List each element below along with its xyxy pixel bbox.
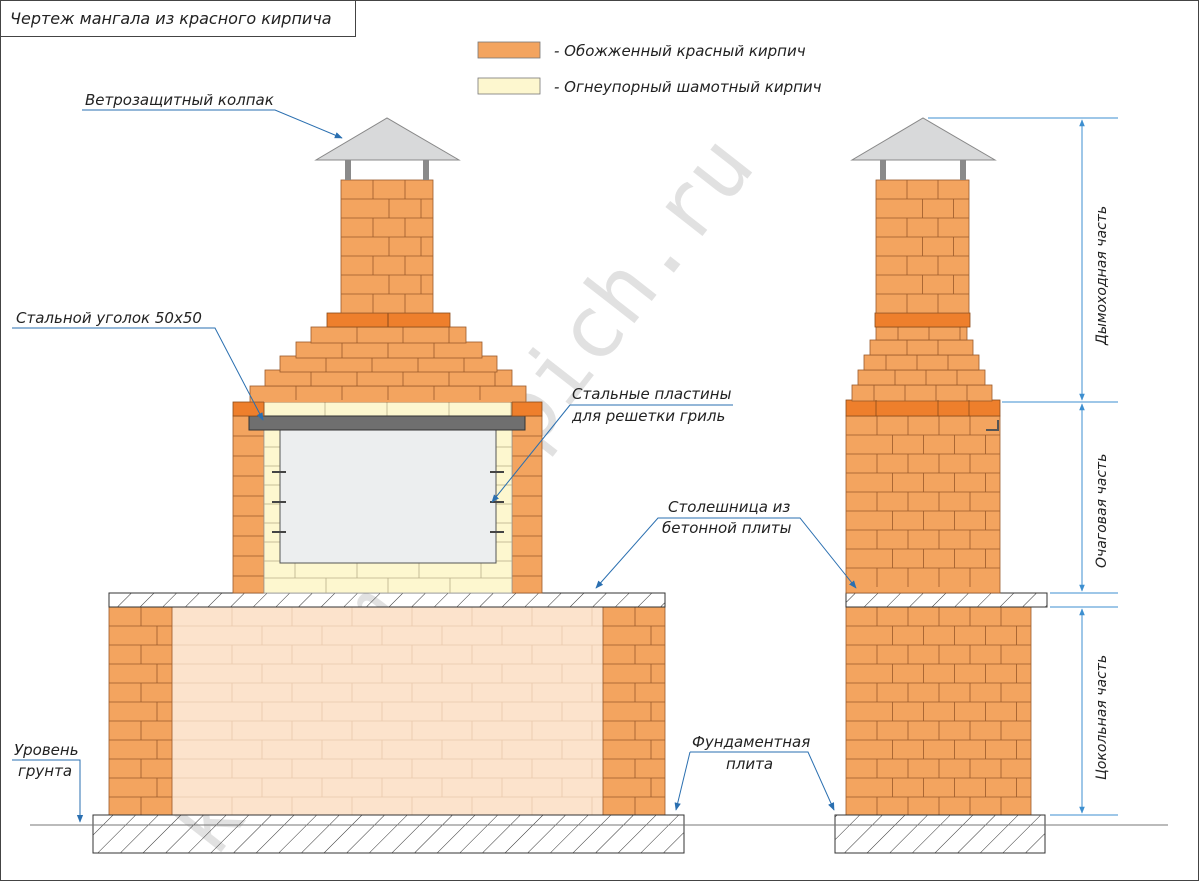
callout-countertop-line1: Столешница из bbox=[668, 498, 790, 516]
side-plinth bbox=[845, 606, 1032, 816]
side-hearth bbox=[845, 415, 1001, 594]
hearth-wall-left bbox=[232, 415, 265, 594]
front-chimney bbox=[340, 179, 434, 314]
callout-grill-plates-line2: для решетки гриль bbox=[571, 407, 725, 425]
wind-cap bbox=[314, 117, 461, 180]
plinth-column-left bbox=[108, 606, 173, 816]
hearth-corner-left bbox=[232, 401, 265, 417]
legend-swatch-fireclay bbox=[477, 77, 541, 95]
title-block: Чертеж мангала из красного кирпича bbox=[0, 0, 356, 37]
callout-grill-plates-line1: Стальные пластины bbox=[572, 385, 732, 403]
steel-angle bbox=[248, 415, 526, 431]
wind-cap-side bbox=[850, 117, 997, 180]
front-view bbox=[92, 117, 685, 854]
dimension-lines bbox=[928, 117, 1118, 816]
side-steel-angle bbox=[986, 420, 999, 431]
legend-swatch-red-brick bbox=[477, 41, 541, 59]
plinth-column-right bbox=[602, 606, 666, 816]
leader-lines bbox=[12, 109, 857, 823]
legend-label-red-brick: - Обожженный красный кирпич bbox=[554, 42, 806, 60]
callout-foundation-line1: Фундаментная bbox=[692, 733, 810, 751]
countertop-slab-side bbox=[845, 592, 1048, 608]
front-hood bbox=[249, 312, 527, 403]
firebox-opening bbox=[279, 429, 497, 564]
plinth-infill-bricks bbox=[171, 606, 604, 816]
legend: - Обожженный красный кирпич - Огнеупорны… bbox=[477, 41, 822, 96]
drawing-title: Чертеж мангала из красного кирпича bbox=[10, 9, 332, 28]
foundation-slab-front bbox=[92, 814, 685, 854]
dim-label-hearth: Очаговая часть bbox=[1094, 454, 1110, 568]
callout-ground-line1: Уровень bbox=[14, 741, 79, 759]
side-view bbox=[834, 117, 1048, 854]
callout-ground-line2: грунта bbox=[18, 762, 72, 780]
hearth-corner-right bbox=[511, 401, 543, 417]
callout-steel-angle: Стальной уголок 50х50 bbox=[16, 309, 202, 327]
side-chimney bbox=[875, 179, 970, 314]
hearth-wall-right bbox=[511, 415, 543, 594]
fireclay-brick-courses bbox=[264, 402, 512, 593]
dim-label-chimney: Дымоходная часть bbox=[1094, 206, 1110, 346]
countertop-slab bbox=[108, 592, 666, 608]
legend-label-fireclay: - Огнеупорный шамотный кирпич bbox=[554, 78, 822, 96]
callout-countertop-line2: бетонной плиты bbox=[662, 519, 792, 537]
foundation-slab-side bbox=[834, 814, 1046, 854]
side-corner-row bbox=[845, 399, 1001, 417]
callout-foundation-line2: плита bbox=[726, 755, 773, 773]
side-hood bbox=[851, 312, 993, 402]
callout-wind-cap: Ветрозащитный колпак bbox=[85, 91, 274, 109]
dim-label-plinth: Цокольная часть bbox=[1094, 655, 1110, 780]
